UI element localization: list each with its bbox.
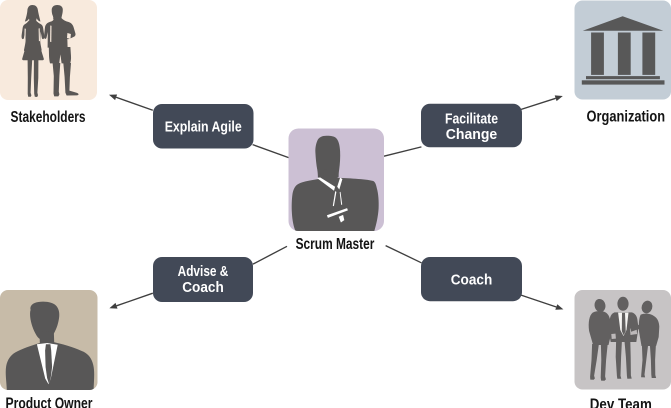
svg-text:Coach: Coach bbox=[182, 280, 224, 296]
svg-text:Product Owner: Product Owner bbox=[6, 395, 93, 408]
svg-text:Explain Agile: Explain Agile bbox=[165, 120, 242, 136]
svg-text:Facilitate: Facilitate bbox=[445, 112, 498, 128]
svg-text:Dev Team: Dev Team bbox=[590, 397, 652, 408]
svg-text:Advise &: Advise & bbox=[178, 264, 229, 280]
svg-text:Coach: Coach bbox=[451, 273, 493, 289]
svg-text:Stakeholders: Stakeholders bbox=[11, 109, 86, 126]
svg-text:Scrum Master: Scrum Master bbox=[296, 236, 375, 253]
svg-text:Change: Change bbox=[446, 127, 498, 143]
svg-text:Organization: Organization bbox=[587, 109, 666, 126]
